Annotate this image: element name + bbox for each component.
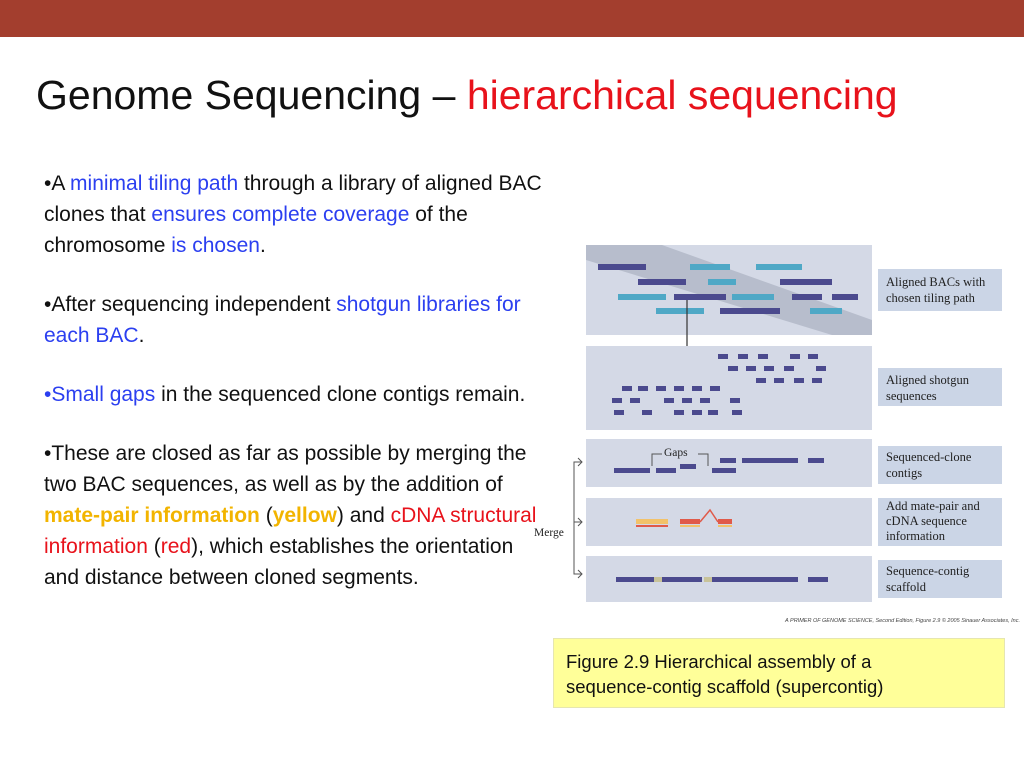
panel-scaffold: Sequence-contig scaffold	[586, 556, 1002, 602]
highlight-text: cDNA structural information	[44, 504, 537, 558]
caption-line: Figure 2.9 Hierarchical assembly of a	[566, 651, 872, 672]
highlight-text: is chosen	[171, 234, 260, 257]
bullet-text: ), which establishes the orientation and…	[44, 535, 514, 589]
highlight-text: •Small gaps	[44, 383, 156, 406]
title-highlight: hierarchical sequencing	[466, 72, 898, 118]
hierarchical-assembly-figure: Aligned BACs with chosen tiling path Ali…	[534, 245, 1020, 624]
bac-bar	[618, 294, 666, 300]
bullet-text: in the sequenced clone contigs remain.	[155, 383, 526, 406]
panel-label: sequences	[886, 389, 937, 403]
mate-pair-reads	[636, 508, 732, 527]
bullet-text: of the chromosome	[44, 203, 468, 257]
bac-bar	[792, 294, 822, 300]
panel-mate-pair: Add mate-pair and cDNA sequence informat…	[586, 498, 1002, 546]
panel-label: Sequenced-clone	[886, 450, 972, 464]
highlight-text: ensures complete coverage	[151, 203, 410, 226]
panel-label: Sequence-contig	[886, 564, 970, 578]
bullet-text: •These are closed as far as possible by …	[44, 442, 527, 496]
panel-aligned-bacs: Aligned BACs with chosen tiling path	[586, 245, 1002, 335]
panel-label: chosen tiling path	[886, 291, 976, 305]
bac-bar	[638, 279, 686, 285]
bac-bar	[708, 279, 736, 285]
highlight-text: minimal tiling path	[70, 172, 239, 195]
bullet-tiling-path: •A minimal tiling path through a library…	[44, 168, 544, 261]
figure-caption: Figure 2.9 Hierarchical assembly of a se…	[553, 638, 1005, 708]
bac-bar	[720, 308, 780, 314]
bac-bar	[732, 294, 774, 300]
highlight-text: mate-pair information	[44, 504, 260, 527]
shotgun-reads	[612, 354, 826, 415]
bullet-list: •A minimal tiling path through a library…	[44, 168, 544, 621]
gaps-label: Gaps	[664, 447, 688, 459]
title-main: Genome Sequencing –	[36, 72, 467, 118]
bac-bar	[598, 264, 646, 270]
panel-clone-contigs: Gaps Sequenced-clone contigs	[586, 439, 1002, 487]
bac-bar	[780, 279, 832, 285]
bullet-text: •After sequencing independent	[44, 293, 337, 316]
slide-title: Genome Sequencing – hierarchical sequenc…	[36, 72, 898, 119]
panel-label: Aligned BACs with	[886, 275, 986, 289]
merge-bracket: Merge	[534, 457, 583, 579]
figure-credit: A PRIMER OF GENOME SCIENCE, Second Editi…	[784, 617, 1020, 624]
gaps-bracket	[651, 453, 709, 466]
highlight-text: yellow	[272, 504, 337, 527]
panel-label: contigs	[886, 466, 922, 480]
bullet-merging: •These are closed as far as possible by …	[44, 438, 544, 593]
highlight-text: red	[160, 535, 192, 558]
scaffold-bar	[616, 577, 828, 582]
panel-label: cDNA sequence	[886, 514, 967, 528]
bullet-text: .	[138, 324, 145, 347]
bac-bar	[656, 308, 704, 314]
bullet-text: •A	[44, 172, 71, 195]
contig-bars	[614, 458, 824, 473]
bullet-text: through a library of aligned BAC clones …	[44, 172, 542, 226]
bac-bar	[674, 294, 726, 300]
bac-bar	[832, 294, 858, 300]
bac-bar	[756, 264, 802, 270]
bullet-text: .	[259, 234, 266, 257]
panel-label: Add mate-pair and	[886, 499, 980, 513]
caption-line: sequence-contig scaffold (supercontig)	[566, 676, 884, 697]
bullet-text: (	[147, 535, 161, 558]
top-accent-bar	[0, 0, 1024, 37]
bac-bar	[690, 264, 730, 270]
panel-label: information	[886, 529, 946, 543]
bullet-text: (	[259, 504, 273, 527]
bullet-shotgun: •After sequencing independent shotgun li…	[44, 289, 544, 351]
panel-label: scaffold	[886, 580, 927, 594]
bullet-text: ) and	[336, 504, 391, 527]
bac-bar	[810, 308, 842, 314]
panel-label: Aligned shotgun	[886, 373, 970, 387]
bac-clone-bars	[598, 264, 858, 314]
panel-shotgun-sequences: Aligned shotgun sequences	[586, 346, 1002, 430]
merge-label: Merge	[534, 527, 564, 539]
highlight-text: shotgun libraries for each BAC	[44, 293, 521, 347]
bullet-gaps: •Small gaps in the sequenced clone conti…	[44, 379, 544, 410]
